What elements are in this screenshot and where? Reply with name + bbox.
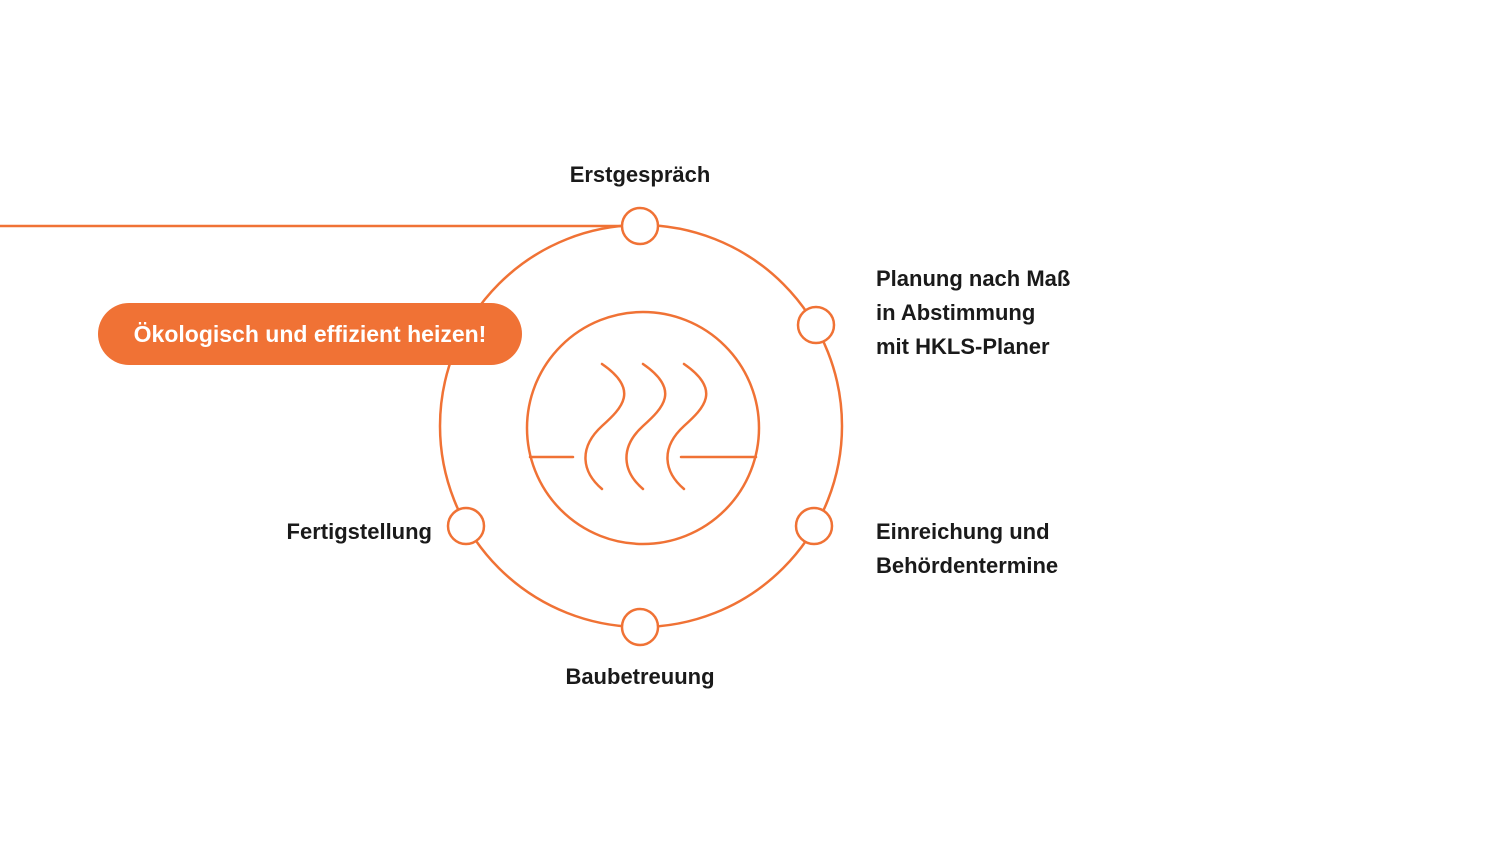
step-label-einreichung: Einreichung und Behördentermine (876, 515, 1058, 583)
step-label-line: in Abstimmung (876, 300, 1036, 325)
headline-badge-text: Ökologisch und effizient heizen! (133, 320, 487, 347)
step-label-planung: Planung nach Maß in Abstimmung mit HKLS-… (876, 262, 1070, 364)
step-label-line: Planung nach Maß (876, 266, 1071, 291)
step-node-einreichung (794, 506, 834, 546)
step-node-planung (796, 305, 836, 345)
step-label-erstgespraech: Erstgespräch (540, 158, 740, 192)
step-node-erstgespraech (620, 206, 660, 246)
step-label-fertigstellung: Fertigstellung (232, 515, 432, 549)
outer-ring (438, 223, 844, 629)
step-label-line: Fertigstellung (286, 519, 432, 544)
step-label-line: Behördentermine (876, 553, 1059, 578)
step-label-line: Baubetreuung (565, 664, 715, 689)
headline-badge: Ökologisch und effizient heizen! (98, 303, 522, 365)
step-label-line: Erstgespräch (569, 162, 711, 187)
step-label-line: mit HKLS-Planer (876, 334, 1050, 359)
inner-icon-circle (525, 310, 761, 546)
step-node-baubetreuung (620, 607, 660, 647)
step-label-line: Einreichung und (876, 519, 1050, 544)
step-node-fertigstellung (446, 506, 486, 546)
step-label-baubetreuung: Baubetreuung (530, 660, 750, 694)
heat-waves-icon (528, 362, 758, 491)
